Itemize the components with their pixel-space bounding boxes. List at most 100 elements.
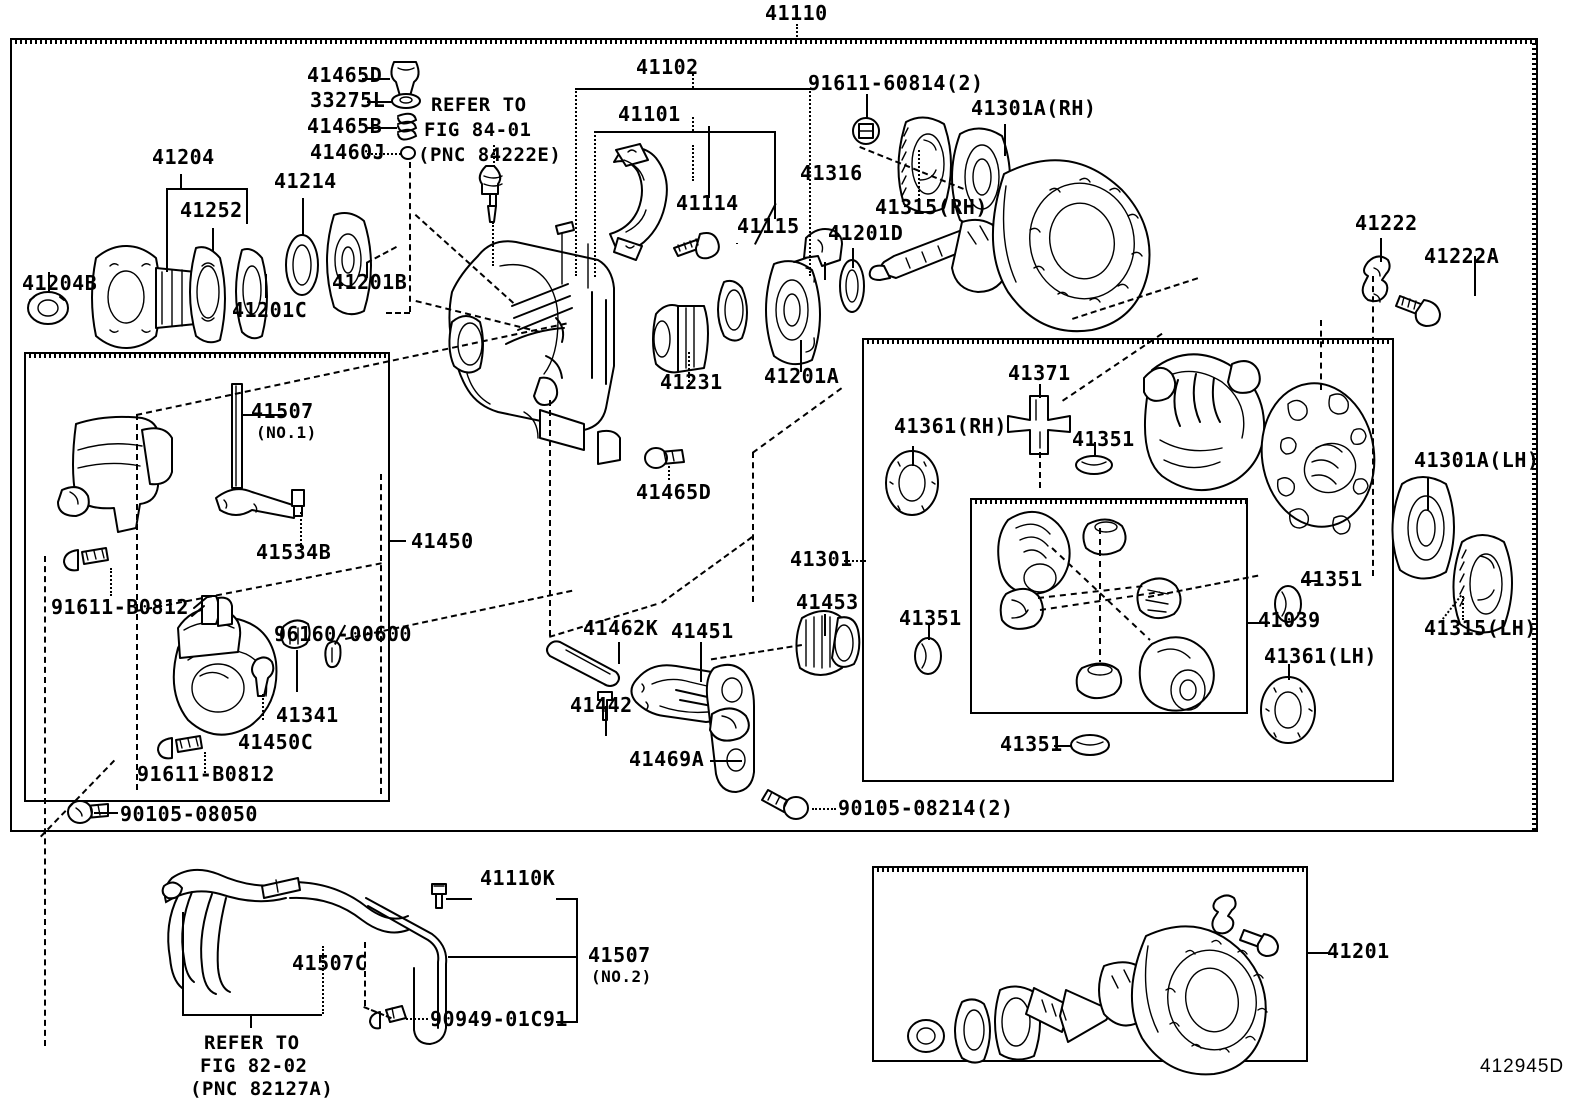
leader-41115-a <box>736 243 738 244</box>
label-41361RH: 41361(RH) <box>894 414 1007 438</box>
label-41465D-top: 41465D <box>307 63 383 87</box>
label-41361LH: 41361(LH) <box>1264 644 1377 668</box>
leader-41114 <box>708 126 710 198</box>
leader-41351-a <box>1094 442 1096 456</box>
label-41465D-mid: 41465D <box>636 480 712 504</box>
leader-41101-right <box>774 131 776 219</box>
label-refer-84-line2: FIG 84-01 <box>424 119 532 141</box>
label-41301A-LH: 41301A(LH) <box>1414 448 1540 472</box>
label-41507-no2: 41507 <box>588 943 651 967</box>
leader-41301A-RH <box>1004 124 1006 156</box>
guide-dash-41450-vert <box>549 400 551 636</box>
label-41110: 41110 <box>765 1 828 25</box>
label-41204: 41204 <box>152 145 215 169</box>
leader-90949-01C91-up <box>364 942 366 1006</box>
label-41507C: 41507C <box>292 951 368 975</box>
gear-kit-subframe <box>970 498 1248 714</box>
part-41507C-hose <box>161 868 409 995</box>
drawing-code: 412945D <box>1480 1056 1565 1077</box>
leader-41442 <box>605 706 607 736</box>
label-41115: 41115 <box>737 214 800 238</box>
leader-41110 <box>796 24 798 40</box>
leader-33275L <box>367 101 393 103</box>
label-91611-B0812-upper: 91611-B0812 <box>51 595 189 619</box>
leader-90949-01C91-d <box>363 1006 392 1020</box>
label-41201B: 41201B <box>332 270 408 294</box>
leader-41450 <box>390 540 406 542</box>
label-41465B: 41465B <box>307 114 383 138</box>
leader-41460J <box>367 153 401 155</box>
leader-41507-no2-top <box>556 898 578 900</box>
label-refer-82-line1: REFER TO <box>204 1032 300 1054</box>
leader-90949-01C91 <box>406 1018 428 1020</box>
label-41453: 41453 <box>796 590 859 614</box>
leader-41469A <box>710 760 742 762</box>
label-41110K: 41110K <box>480 866 556 890</box>
label-41351-b: 41351 <box>899 606 962 630</box>
leader-41204-bar <box>166 188 246 190</box>
actuator-subframe <box>24 352 390 802</box>
label-41201C: 41201C <box>232 298 308 322</box>
label-41534B: 41534B <box>256 540 332 564</box>
label-41222: 41222 <box>1355 211 1418 235</box>
label-90949-01C91: 90949-01C91 <box>430 1007 568 1031</box>
leader-41102-right <box>809 88 811 276</box>
label-41204B: 41204B <box>22 271 98 295</box>
leader-41341 <box>296 650 298 692</box>
leader-41451 <box>700 642 702 682</box>
guide-dash-fork-vert <box>752 452 754 602</box>
part-41110K-fitting <box>431 883 447 909</box>
leader-41201B <box>366 262 368 278</box>
label-91611-60814: 91611-60814(2) <box>808 71 984 95</box>
leader-41465D-top <box>362 78 390 80</box>
label-41351-c: 41351 <box>1300 567 1363 591</box>
label-41341: 41341 <box>276 703 339 727</box>
label-91611-B0812-lower: 91611-B0812 <box>137 762 275 786</box>
leader-41214 <box>302 198 304 236</box>
label-41301: 41301 <box>790 547 853 571</box>
ring-gear-subframe <box>872 866 1308 1062</box>
label-41231: 41231 <box>660 370 723 394</box>
label-41214: 41214 <box>274 169 337 193</box>
leader-41204-stem <box>180 174 182 188</box>
leader-41102-left <box>575 88 577 276</box>
leader-41507C-right <box>322 946 324 1014</box>
label-41102: 41102 <box>636 55 699 79</box>
label-41101: 41101 <box>618 102 681 126</box>
leader-41315RH <box>918 150 920 212</box>
leader-41101-stem <box>692 117 694 131</box>
leader-41102-stem <box>692 74 694 88</box>
label-41371: 41371 <box>1008 361 1071 385</box>
label-41316: 41316 <box>800 161 863 185</box>
leader-91611-B0812-upper <box>110 568 112 596</box>
label-41301A-RH: 41301A(RH) <box>971 96 1097 120</box>
leader-41371-down <box>1039 452 1041 488</box>
label-41114: 41114 <box>676 191 739 215</box>
leader-41204-right <box>246 188 248 224</box>
leader-41039 <box>1248 622 1270 624</box>
leader-41534B <box>300 512 302 548</box>
leader-41101-pointer <box>692 145 694 181</box>
guide-dash-clutchdisc <box>1320 320 1322 390</box>
leader-41371 <box>1039 384 1041 398</box>
leader-41361LH <box>1288 664 1290 680</box>
label-41450: 41450 <box>411 529 474 553</box>
leader-41316 <box>824 262 826 280</box>
leader-91611-60814 <box>866 94 868 118</box>
leader-41361RH <box>912 446 914 466</box>
leader-41301 <box>844 560 866 562</box>
leader-41231 <box>688 352 690 382</box>
leader-41507C-stem <box>250 1014 252 1028</box>
leader-41507-no1 <box>242 414 284 416</box>
leader-41201C <box>265 274 267 298</box>
label-41451: 41451 <box>671 619 734 643</box>
leader-41204-left <box>166 188 168 272</box>
guide-dash-inner-left <box>136 414 138 790</box>
label-41351-a: 41351 <box>1072 427 1135 451</box>
label-41469A: 41469A <box>629 747 705 771</box>
label-41252: 41252 <box>180 198 243 222</box>
leader-41465D-mid <box>668 466 670 480</box>
leader-41507-no2-right <box>576 898 578 1022</box>
label-96160-00600: 96160-00600 <box>274 622 412 646</box>
